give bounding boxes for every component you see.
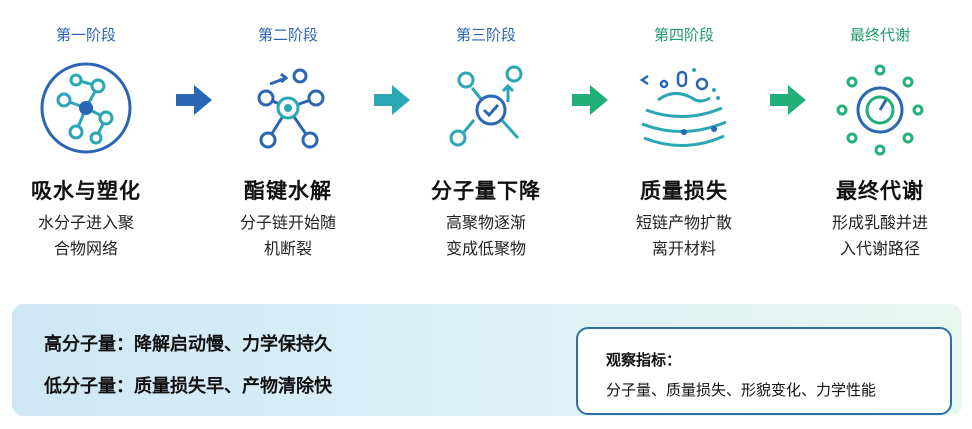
stage-desc-line: 形成乳酸并进 [831, 213, 928, 232]
stage-label: 第一阶段 [55, 26, 116, 44]
stage-title: 吸水与塑化 [31, 179, 141, 203]
stage-desc-line: 高聚物逐渐 [445, 213, 526, 232]
arrow-right-icon [770, 85, 806, 115]
stage-label: 第三阶段 [455, 26, 516, 44]
stage-desc-line: 水分子进入聚 [37, 213, 134, 232]
observation-text: 分子量、质量损失、形貌变化、力学性能 [606, 381, 877, 399]
arrow-right-icon [176, 85, 212, 115]
stage-description: 高聚物逐渐 变成低聚物 [404, 210, 568, 262]
stage-description: 形成乳酸并进 入代谢路径 [798, 210, 962, 262]
stage-desc-line: 机断裂 [263, 239, 312, 258]
high-molecular-weight-note: 高分子量：降解启动慢、力学保持久 [44, 334, 332, 355]
stage-label: 第二阶段 [257, 26, 318, 44]
stage-desc-line: 短链产物扩散 [635, 213, 732, 232]
stage-label: 最终代谢 [849, 26, 910, 44]
stage-desc-line: 离开材料 [651, 239, 716, 258]
stage-desc-line: 合物网络 [53, 239, 118, 258]
arrow-right-icon [572, 85, 608, 115]
diffusion-flow-icon [639, 68, 727, 147]
stage-description: 水分子进入聚 合物网络 [4, 210, 168, 262]
network-molecule-icon [40, 62, 132, 154]
bond-cleavage-icon [257, 68, 325, 149]
stage-title: 质量损失 [640, 179, 728, 203]
low-molecular-weight-note: 低分子量：质量损失早、产物清除快 [44, 376, 332, 397]
stage-desc-line: 变成低聚物 [445, 239, 526, 258]
stage-description: 短链产物扩散 离开材料 [602, 210, 766, 262]
stage-title: 酯键水解 [244, 179, 332, 203]
stage-desc-line: 分子链开始随 [239, 213, 336, 232]
stage-label: 第四阶段 [653, 26, 714, 44]
observation-title: 观察指标： [606, 351, 682, 369]
observation-indicators-box: 观察指标： 分子量、质量损失、形貌变化、力学性能 [576, 327, 952, 415]
metabolism-sun-icon [836, 64, 924, 156]
stage-description: 分子链开始随 机断裂 [206, 210, 370, 262]
stage-title: 分子量下降 [431, 179, 541, 203]
molecular-weight-check-icon [449, 65, 523, 147]
stage-desc-line: 入代谢路径 [839, 239, 920, 258]
arrow-right-icon [374, 85, 410, 115]
stage-title: 最终代谢 [836, 179, 924, 203]
